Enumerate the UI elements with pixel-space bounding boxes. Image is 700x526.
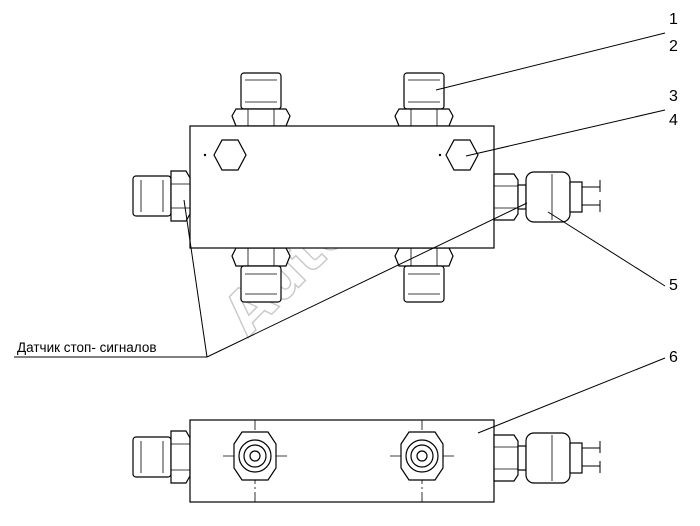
fitting-top-right: [394, 72, 454, 127]
valve-body-top: [189, 125, 495, 249]
fitting-side-left: [132, 170, 191, 222]
plug-left: [203, 139, 247, 171]
callout-3: 3: [669, 88, 678, 105]
callout-1: 1: [669, 11, 678, 28]
callout-5: 5: [669, 277, 678, 294]
callout-4: 4: [669, 112, 678, 129]
fitting-bottom-right: [394, 247, 454, 303]
leader-lines: [14, 32, 666, 434]
port-right: [390, 420, 454, 502]
fitting-top-left: [231, 72, 291, 127]
bottom-view: [132, 419, 601, 503]
port-left: [223, 420, 287, 502]
sensor-caption: Датчик стоп- сигналов: [17, 340, 157, 355]
stop-signal-sensor-bottom: [493, 432, 601, 484]
callout-6: 6: [669, 349, 678, 366]
stop-signal-sensor-top: [493, 171, 601, 223]
callout-2: 2: [669, 38, 678, 55]
fitting-side-left-lower: [132, 430, 191, 484]
plug-right: [438, 139, 479, 171]
top-view: [132, 72, 601, 303]
callout-labels: 1 2 3 4 5 6: [669, 11, 678, 366]
fitting-bottom-left: [231, 247, 291, 303]
